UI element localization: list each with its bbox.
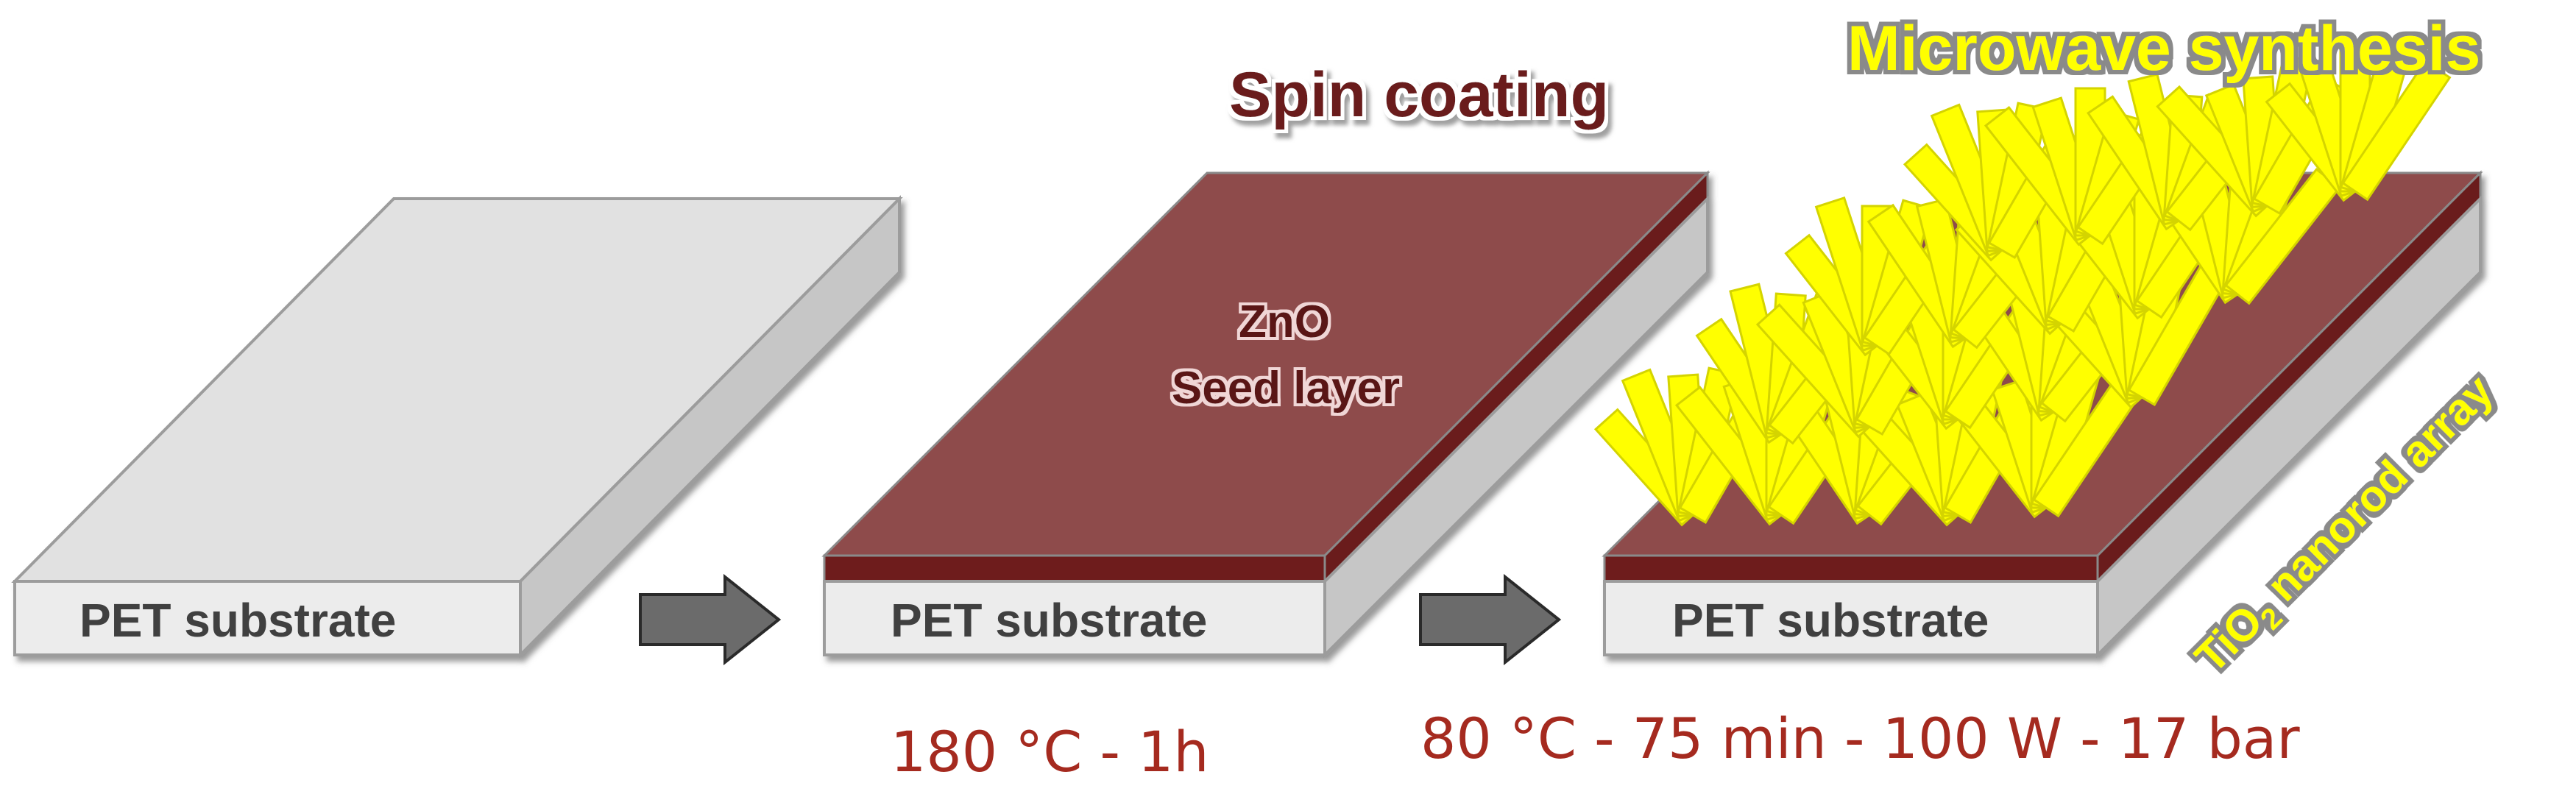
pet-substrate-3-label: PET substrate	[1672, 594, 1989, 647]
seed-label-zno: ZnO	[1239, 297, 1330, 347]
pet-substrate-3-front	[1603, 580, 2099, 656]
condition-step-1: 180 °C - 1h	[891, 719, 1209, 784]
process-arrow-1	[639, 573, 782, 666]
seed-label-layer: Seed layer	[1172, 363, 1400, 414]
pet-substrate-1	[11, 195, 903, 659]
pet-substrate-2	[821, 170, 1710, 659]
pet-substrate-1-label: PET substrate	[79, 594, 396, 647]
pet-substrate-1-front	[13, 580, 522, 656]
pet-substrate-2-front	[823, 580, 1326, 656]
title-spin-coating: Spin coating	[1229, 60, 1609, 130]
seed-layer-front	[823, 554, 1326, 583]
process-arrow-2	[1419, 573, 1562, 666]
title-microwave-synthesis: Microwave synthesis	[1847, 13, 2480, 84]
seed-layer-3-front	[1603, 554, 2099, 583]
nanorod-cluster	[2265, 39, 2452, 202]
nanorod	[2341, 59, 2452, 202]
condition-step-2: 80 °C - 75 min - 100 W - 17 bar	[1420, 706, 2300, 771]
tio2-nanorod-array	[1593, 39, 2452, 527]
pet-substrate-2-label: PET substrate	[891, 594, 1207, 647]
